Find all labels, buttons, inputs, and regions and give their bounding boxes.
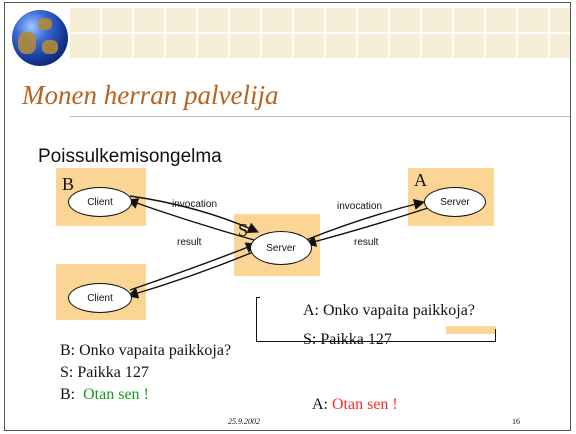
page-number: 16 (512, 417, 520, 426)
dialogue-a-prefix: A: (312, 396, 328, 413)
label-right-result: result (354, 237, 379, 248)
arrow-a-invocation (305, 198, 426, 241)
dialogue-b-prefix: B: (60, 386, 76, 403)
dialogue-b-final: B: Otan sen ! (60, 386, 149, 404)
dialogue-b-question: B: Onko vapaita paikkoja? (60, 342, 232, 359)
slide-subtitle: Poissulkemisongelma (38, 146, 222, 167)
dialogue-b-server-reply: S: Paikka 127 (60, 364, 149, 381)
title-divider (70, 116, 570, 117)
footer-date: 25.9.2002 (228, 417, 260, 426)
arrow-c-invocation (129, 242, 258, 291)
highlight-block (446, 326, 496, 334)
dialogue-a-server-reply: S: Paikka 127 (303, 331, 392, 348)
server-s-letter: S (238, 220, 249, 240)
bracket-top (256, 297, 260, 298)
globe-icon (12, 10, 68, 66)
client-b-letter: B (62, 174, 75, 194)
dialogue-a-question: A: Onko vapaita paikkoja? (303, 302, 475, 319)
client-b-node: Client (68, 187, 132, 217)
header-banner (70, 8, 570, 58)
bracket-right (495, 329, 496, 342)
dialogue-a-final: A: Otan sen ! (312, 396, 398, 414)
server-a-letter: A (414, 170, 427, 190)
server-a-node: Server (424, 187, 486, 217)
arrow-c-result (126, 249, 259, 299)
dialogue-b-reply: Otan sen ! (83, 386, 149, 403)
dialogue-a-reply: Otan sen ! (332, 396, 398, 413)
bracket-bottom (256, 341, 496, 342)
client-c-node: Client (68, 283, 132, 313)
banner-map-pattern (70, 8, 570, 58)
label-left-invocation: invocation (172, 199, 218, 210)
server-s-node: Server (250, 231, 312, 265)
arrow-b-result (126, 198, 255, 241)
arrow-a-result (304, 207, 429, 247)
label-right-invocation: invocation (337, 201, 383, 212)
label-left-result: result (177, 237, 202, 248)
slide-title: Monen herran palvelija (22, 80, 279, 110)
bracket-left (256, 297, 257, 342)
arrow-b-invocation (129, 195, 260, 233)
